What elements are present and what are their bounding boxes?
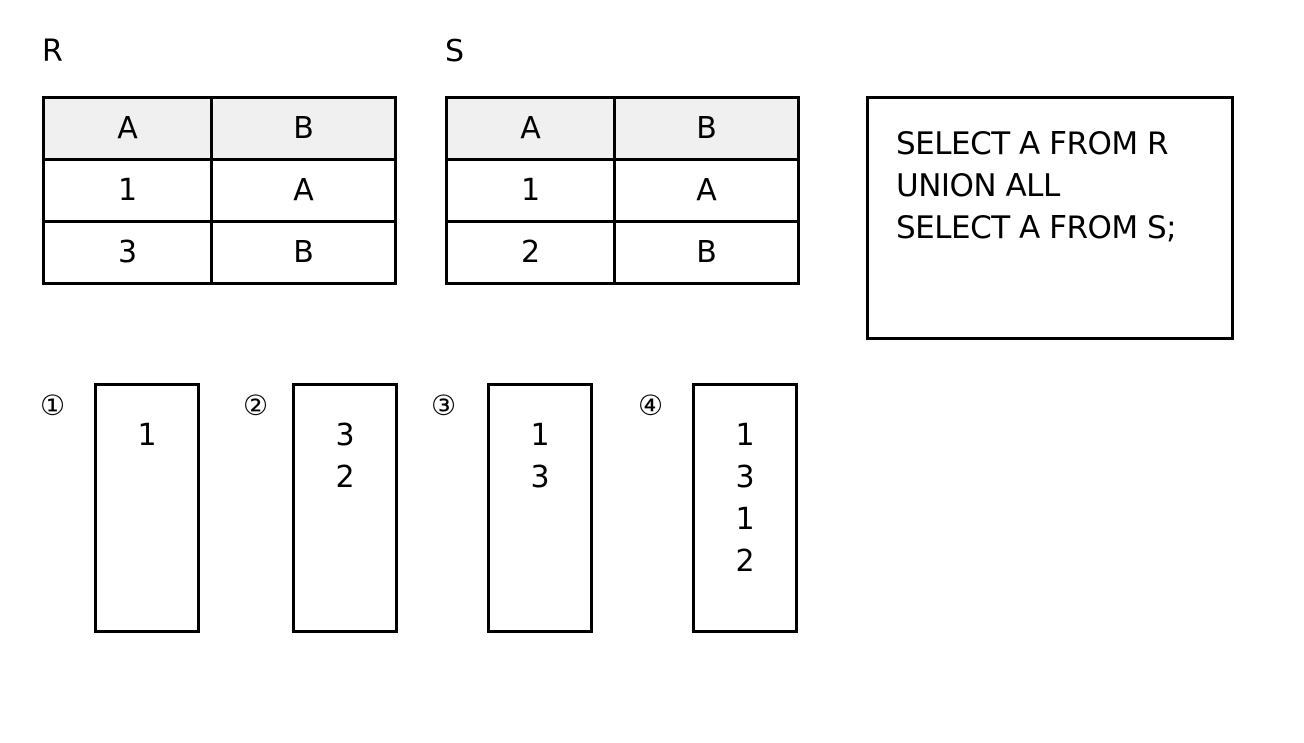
table-header-row: A B — [445, 96, 800, 161]
column-header-b: B — [210, 96, 397, 161]
table-cell: 1 — [42, 158, 213, 223]
result-value: 3 — [530, 460, 550, 495]
column-header-a: A — [445, 96, 616, 161]
option-2-number: ② — [243, 389, 269, 422]
relation-r-name: R — [42, 34, 63, 69]
option-1-result-box: 1 — [94, 383, 200, 633]
result-value: 1 — [137, 418, 157, 453]
table-row: 2 B — [445, 220, 800, 285]
relation-s-table: A B 1 A 2 B — [445, 96, 800, 285]
column-header-b: B — [613, 96, 800, 161]
option-3-result-box: 1 3 — [487, 383, 593, 633]
table-cell: 2 — [445, 220, 616, 285]
sql-line: UNION ALL — [896, 168, 1060, 204]
option-4-result-box: 1 3 1 2 — [692, 383, 798, 633]
result-value: 1 — [735, 418, 755, 453]
table-cell: B — [210, 220, 397, 285]
column-header-a: A — [42, 96, 213, 161]
option-2-result-box: 3 2 — [292, 383, 398, 633]
table-row: 3 B — [42, 220, 397, 285]
sql-query-box: SELECT A FROM R UNION ALL SELECT A FROM … — [866, 96, 1234, 340]
result-value: 2 — [735, 544, 755, 579]
sql-line: SELECT A FROM S; — [896, 210, 1177, 246]
table-cell: B — [613, 220, 800, 285]
table-cell: A — [613, 158, 800, 223]
option-1-number: ① — [40, 389, 66, 422]
relation-r-table: A B 1 A 3 B — [42, 96, 397, 285]
table-cell: A — [210, 158, 397, 223]
option-3-number: ③ — [431, 389, 457, 422]
option-4-number: ④ — [638, 389, 664, 422]
table-row: 1 A — [42, 158, 397, 223]
table-header-row: A B — [42, 96, 397, 161]
result-value: 3 — [735, 460, 755, 495]
result-value: 1 — [735, 502, 755, 537]
relation-s-name: S — [445, 34, 465, 69]
table-cell: 3 — [42, 220, 213, 285]
table-cell: 1 — [445, 158, 616, 223]
sql-line: SELECT A FROM R — [896, 126, 1169, 162]
table-row: 1 A — [445, 158, 800, 223]
result-value: 3 — [335, 418, 355, 453]
result-value: 2 — [335, 460, 355, 495]
result-value: 1 — [530, 418, 550, 453]
